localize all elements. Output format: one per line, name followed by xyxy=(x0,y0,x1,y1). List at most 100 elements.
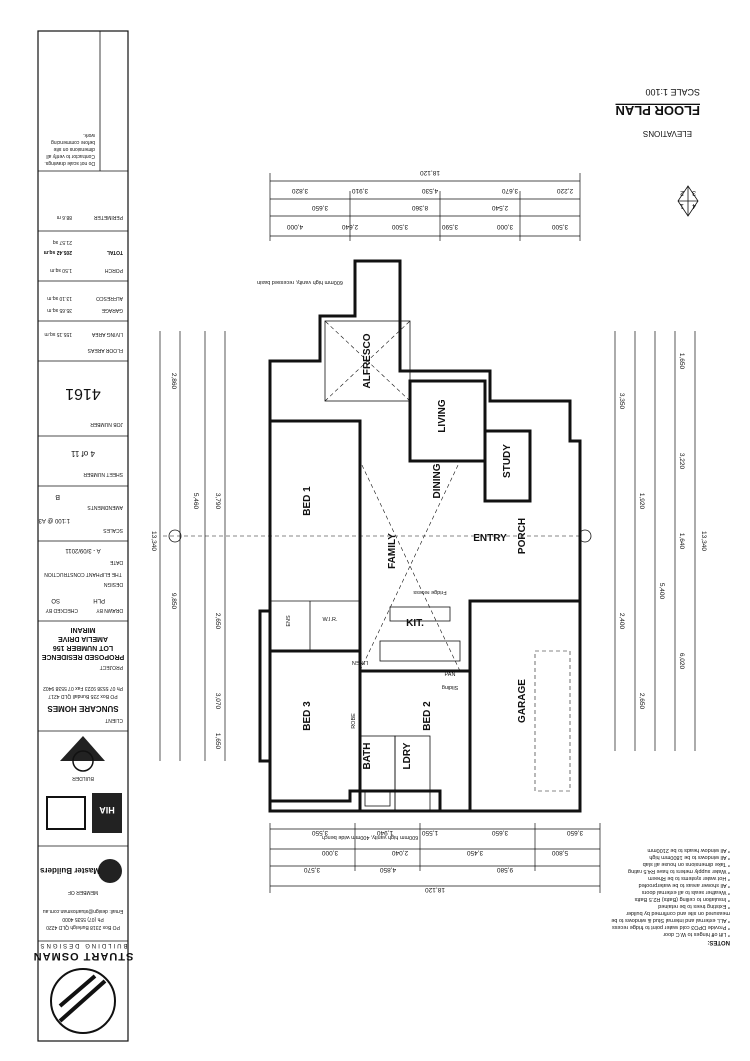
room-robe: ROBE xyxy=(351,713,357,729)
room-porch: PORCH xyxy=(517,518,528,554)
note-line-4: * Existing trees to be retained xyxy=(658,903,730,909)
room-labels: GARAGE BED 2 BATH LDRY ROBE BED 3 LINEN … xyxy=(286,333,528,769)
dim-left-3: 5,400 xyxy=(658,583,665,600)
room-bed3: BED 3 xyxy=(302,701,313,731)
dim-bottom-r2-5: 3,650 xyxy=(311,204,328,211)
builder-label: BUILDER xyxy=(72,775,94,781)
scales-value: 1:100 @ A3 xyxy=(38,517,70,523)
note-window-top: 600mm high vanity, 400mm wide bench xyxy=(322,834,419,840)
area-value-3: 1.50 sq.m xyxy=(50,267,72,273)
dim-bottom-overall: 18,120 xyxy=(420,169,440,176)
job-value: 4161 xyxy=(65,385,101,402)
dim-left-2: 1,640 xyxy=(678,533,685,550)
dim-top-r1-0: 9,580 xyxy=(496,866,513,873)
dimension-top: 18,120 9,580 4,850 3,570 5,800 3,450 2,0… xyxy=(269,823,601,893)
drawing-title: FLOOR PLAN xyxy=(616,103,701,118)
note-line-12: * All window heads to be 2100mm xyxy=(647,847,730,853)
dim-left-overall: 13,340 xyxy=(700,531,707,551)
dim-left-8: 2,400 xyxy=(618,613,625,630)
dim-bottom-r1-4: 3,820 xyxy=(291,187,308,194)
amendments-label: AMENDMENTS xyxy=(87,504,123,510)
builder-logo xyxy=(60,736,105,772)
scales-label: SCALES xyxy=(103,527,123,533)
drawing-scale: SCALE 1:100 xyxy=(645,87,700,97)
drawn-label: DRAWN BY xyxy=(96,607,123,613)
project-label: PROJECT xyxy=(100,664,123,670)
room-family: FAMILY xyxy=(387,533,398,569)
area-name-3: PORCH xyxy=(105,267,123,273)
dim-bottom-r1-2: 4,530 xyxy=(421,187,438,194)
firm-logo xyxy=(50,968,116,1034)
project-line-4: MIRANI xyxy=(71,626,96,633)
room-living: LIVING xyxy=(437,399,448,433)
note-line-8: * Hot water systems to be Rheem xyxy=(648,875,730,881)
dim-right-4: 2,650 xyxy=(214,613,221,630)
drawn-value: PLH xyxy=(93,597,105,603)
dim-top-r3-0: 3,650 xyxy=(566,829,583,836)
firm-address: PO Box 2318 Burleigh QLD 4220 xyxy=(46,924,120,930)
dim-bottom-r3-1: 3,000 xyxy=(496,223,513,230)
date-value: A - 3/09/2011 xyxy=(65,547,101,553)
dim-right-5: 3,070 xyxy=(214,693,221,710)
dim-left-4: 6,020 xyxy=(678,653,685,670)
elevation-marker: 1 2 3 4 xyxy=(677,185,699,217)
firm-email: Email: design@stuartosman.com.au xyxy=(43,908,124,914)
client-address: PO Box 235 Bundall QLD 4217 xyxy=(48,693,117,699)
dimension-right: 13,340 2,860 5,460 9,850 3,790 2,650 3,0… xyxy=(150,331,226,761)
dim-top-r3-3: 1,940 xyxy=(376,829,393,836)
section-marker-b xyxy=(578,529,592,543)
client-phone: Ph 07 5538 9223 Fax 07 5538 9402 xyxy=(43,685,123,691)
area-name-2: ALFRESCO xyxy=(96,295,123,301)
room-bed1: BED 1 xyxy=(302,486,313,516)
area-value-0: 155.15 sq.m xyxy=(44,331,72,337)
room-alfresco: ALFRESCO xyxy=(362,333,373,388)
dim-bottom-r1-3: 3,910 xyxy=(351,187,368,194)
dim-bottom-r3-0: 3,500 xyxy=(551,223,568,230)
dimension-left: 13,340 1,650 3,220 1,640 5,400 6,020 2,6… xyxy=(614,331,707,751)
dim-left-0: 1,650 xyxy=(678,353,685,370)
design-label: DESIGN xyxy=(103,581,123,587)
project-line-3: AMELIA DRIVE xyxy=(58,635,108,642)
dim-bottom-r3-2: 3,590 xyxy=(441,223,458,230)
room-study: STUDY xyxy=(502,444,513,478)
note-line-0: * Lift off hinges to W.C door xyxy=(663,931,730,937)
dim-bottom-r1-1: 3,670 xyxy=(501,187,518,194)
date-label: DATE xyxy=(109,559,123,565)
dim-top-r3-2: 1,550 xyxy=(421,829,438,836)
floor-areas-label: FLOOR AREAS xyxy=(87,347,123,353)
association-hia: HIA xyxy=(99,805,115,815)
firm-name: STUART OSMAN xyxy=(33,950,134,962)
area-value-4: 205.42 sq.m xyxy=(43,249,72,255)
disclaimer-box: Do not scale drawings. Contractor to ver… xyxy=(44,132,95,166)
dim-left-5: 2,650 xyxy=(638,693,645,710)
room-pantry: PAN xyxy=(445,672,456,678)
note-kitchen: Fridge recess xyxy=(413,589,447,595)
dim-top-r1-2: 3,570 xyxy=(303,866,320,873)
note-line-7: * All shower areas to be waterproofed xyxy=(639,882,730,888)
dim-right-0: 2,860 xyxy=(170,373,177,390)
drawing-title-block: FLOOR PLAN SCALE 1:100 ELEVATIONS 1 2 3 … xyxy=(616,87,701,217)
amendments-value: B xyxy=(55,493,60,500)
dim-top-r2-1: 3,450 xyxy=(466,849,483,856)
association-master-builders: Master Builders xyxy=(39,866,100,875)
room-ens: ENS xyxy=(286,615,292,627)
dim-right-overall: 13,340 xyxy=(150,531,157,551)
note-window-bottom: 600mm high vanity, recessed basin xyxy=(257,279,343,285)
dim-right-6: 1,650 xyxy=(214,733,221,750)
project-line-2: LOT NUMBER 156 xyxy=(53,644,113,651)
room-garage: GARAGE xyxy=(517,679,528,723)
dim-bottom-r3-3: 3,500 xyxy=(391,223,408,230)
master-builders-logo: Master Builders xyxy=(39,859,122,883)
area-name-0: LIVING AREA xyxy=(91,331,123,337)
title-block: STUART OSMAN BUILDING DESIGNS PO Box 231… xyxy=(33,30,134,1042)
elevations-label: ELEVATIONS xyxy=(643,129,692,138)
room-dining: DINING xyxy=(432,463,443,498)
dim-top-r2-4: 3,000 xyxy=(321,849,338,856)
area-name-4: TOTAL xyxy=(107,249,123,255)
note-line-6: * Weather seals to all external doors xyxy=(642,889,730,895)
room-bath: BATH xyxy=(362,742,373,769)
elevation-mark-3: 3 xyxy=(692,189,696,196)
plan-walls xyxy=(160,259,592,813)
note-line-11: * All windows to be 1800mm high xyxy=(649,854,730,860)
